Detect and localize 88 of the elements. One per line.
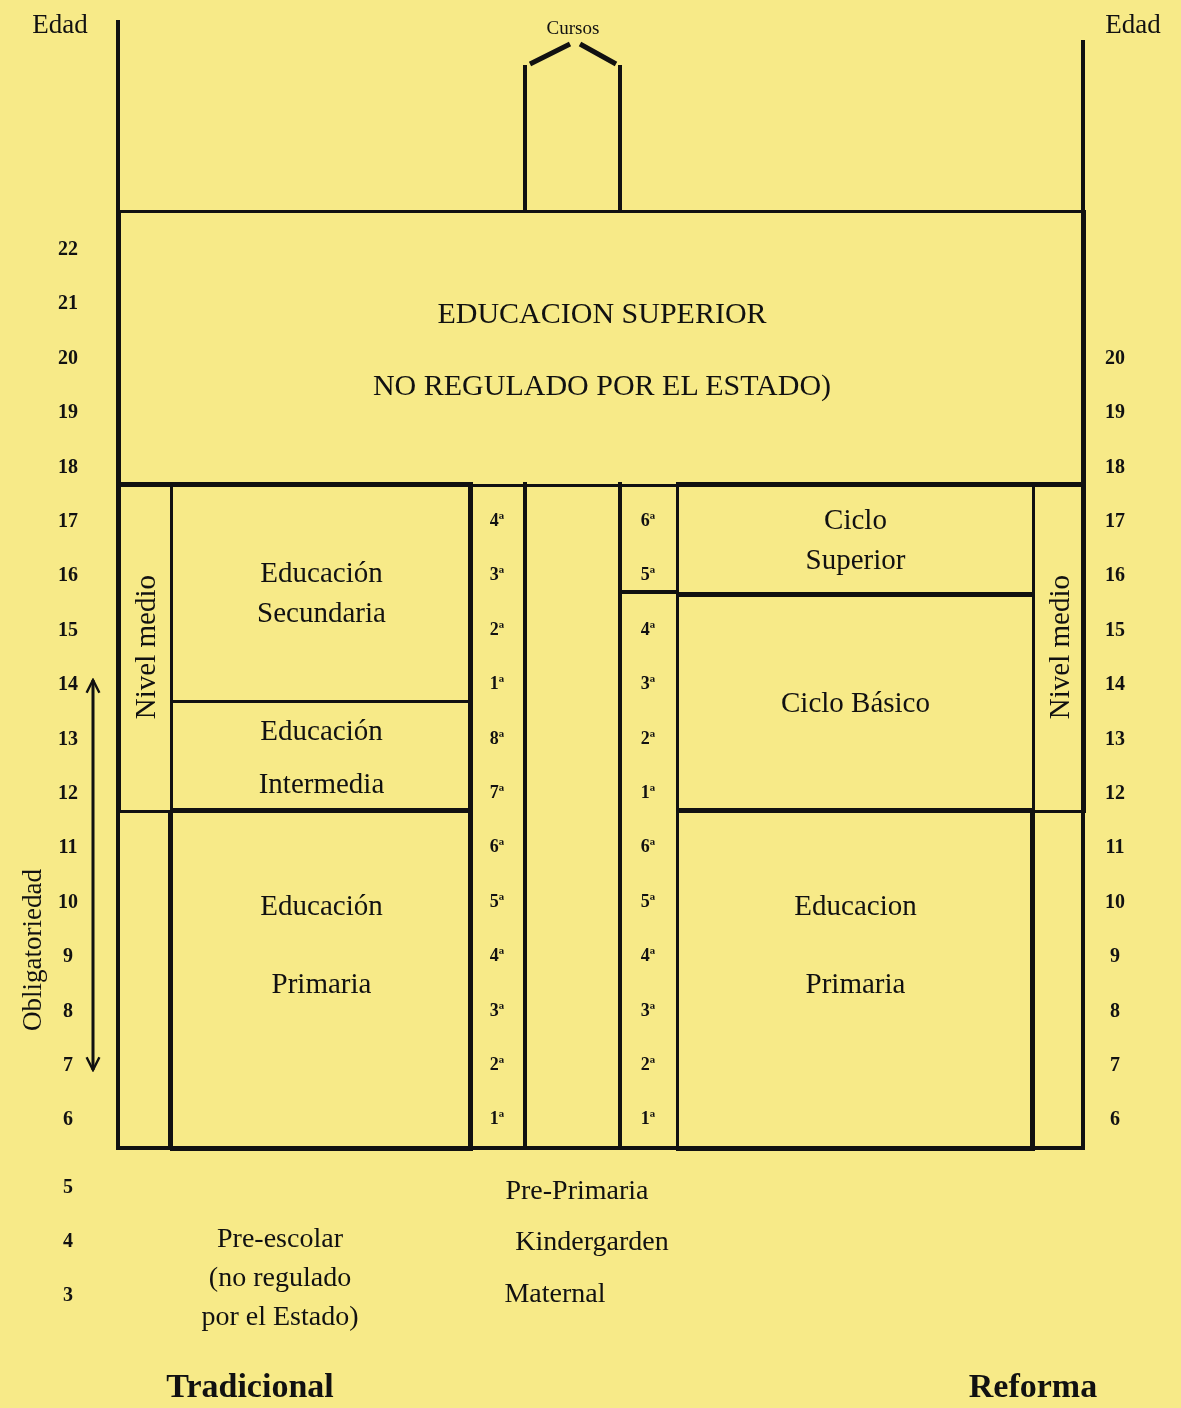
age-number: 19 xyxy=(1105,399,1125,423)
level-name: Educación Intermedia xyxy=(257,713,386,801)
age-number: 16 xyxy=(1105,562,1125,586)
level-name: NO REGULADO POR EL ESTADO) xyxy=(372,369,832,400)
axis-title: Edad xyxy=(32,8,88,40)
age-number: 14 xyxy=(1105,671,1125,695)
course-number: 7ª xyxy=(489,781,505,803)
age-number: 9 xyxy=(1110,943,1120,967)
course-number: 2ª xyxy=(489,1053,505,1075)
course-number: 2ª xyxy=(640,727,656,749)
course-number: 3ª xyxy=(640,999,656,1021)
age-number: 12 xyxy=(1105,780,1125,804)
course-number: 6ª xyxy=(489,835,505,857)
age-number: 10 xyxy=(1105,889,1125,913)
axis-title: Obligatoriedad xyxy=(16,869,48,1031)
level-column xyxy=(118,482,173,813)
course-number: 4ª xyxy=(489,944,505,966)
age-number: 20 xyxy=(58,345,78,369)
level-name: Ciclo Superior xyxy=(804,502,907,577)
age-number: 21 xyxy=(58,290,78,314)
level-box xyxy=(170,482,473,703)
course-number: 3ª xyxy=(489,999,505,1021)
course-number: 6ª xyxy=(640,509,656,531)
axis-title: Cursos xyxy=(546,17,600,39)
level-box xyxy=(676,482,1035,597)
age-number: 10 xyxy=(58,889,78,913)
age-number: 19 xyxy=(58,399,78,423)
age-number: 16 xyxy=(58,562,78,586)
course-number: 3ª xyxy=(640,672,656,694)
level-name: Ciclo Básico xyxy=(780,685,931,721)
age-number: 22 xyxy=(58,236,78,260)
age-number: 17 xyxy=(1105,508,1125,532)
level-name: Educacion Primaria xyxy=(793,888,918,1002)
system-title: Tradicional xyxy=(166,1367,334,1405)
age-number: 20 xyxy=(1105,345,1125,369)
age-number: 17 xyxy=(58,508,78,532)
age-number: 13 xyxy=(1105,726,1125,750)
age-number: 11 xyxy=(58,834,78,858)
course-number: 5ª xyxy=(640,563,656,585)
level-name: Educación Primaria xyxy=(259,888,384,1002)
course-number: 6ª xyxy=(640,835,656,857)
age-number: 8 xyxy=(63,998,73,1022)
age-number: 15 xyxy=(58,617,78,641)
age-number: 15 xyxy=(1105,617,1125,641)
age-number: 14 xyxy=(58,671,78,695)
course-number: 3ª xyxy=(489,563,505,585)
age-number: 11 xyxy=(1105,834,1125,858)
age-number: 12 xyxy=(58,780,78,804)
course-number: 1ª xyxy=(489,672,505,694)
course-number: 5ª xyxy=(489,890,505,912)
level-box xyxy=(676,592,1035,813)
course-number: 8ª xyxy=(489,727,505,749)
age-number: 18 xyxy=(1105,454,1125,478)
level-name: Nivel medio xyxy=(131,575,160,720)
age-number: 6 xyxy=(1110,1106,1120,1130)
age-number: 5 xyxy=(63,1174,73,1198)
age-number: 3 xyxy=(63,1282,73,1306)
level-name: Maternal xyxy=(504,1277,606,1309)
age-number: 13 xyxy=(58,726,78,750)
age-number: 9 xyxy=(63,943,73,967)
level-name: Kindergarden xyxy=(515,1225,669,1257)
axis-title: Edad xyxy=(1105,8,1161,40)
age-number: 7 xyxy=(63,1052,73,1076)
age-number: 8 xyxy=(1110,998,1120,1022)
level-name: Pre-Primaria xyxy=(505,1174,649,1206)
level-name: Educación Secundaria xyxy=(256,555,387,630)
level-band xyxy=(118,210,1086,487)
age-number: 7 xyxy=(1110,1052,1120,1076)
level-name: Pre-escolar (no regulado por el Estado) xyxy=(200,1221,360,1334)
course-number: 5ª xyxy=(640,890,656,912)
course-number: 1ª xyxy=(640,781,656,803)
level-box xyxy=(170,700,473,813)
course-number: 1ª xyxy=(640,1107,656,1129)
course-number: 4ª xyxy=(640,618,656,640)
level-column xyxy=(1032,482,1086,813)
age-number: 18 xyxy=(58,454,78,478)
age-number: 4 xyxy=(63,1228,73,1252)
age-number: 6 xyxy=(63,1106,73,1130)
level-name: Nivel medio xyxy=(1044,575,1074,720)
level-box xyxy=(676,808,1035,1151)
course-number: 2ª xyxy=(640,1053,656,1075)
course-number: 2ª xyxy=(489,618,505,640)
course-number: 1ª xyxy=(489,1107,505,1129)
level-box xyxy=(170,808,473,1151)
course-number: 4ª xyxy=(489,509,505,531)
system-title: Reforma xyxy=(968,1367,1098,1405)
level-name: EDUCACION SUPERIOR xyxy=(437,297,767,328)
course-number: 4ª xyxy=(640,944,656,966)
